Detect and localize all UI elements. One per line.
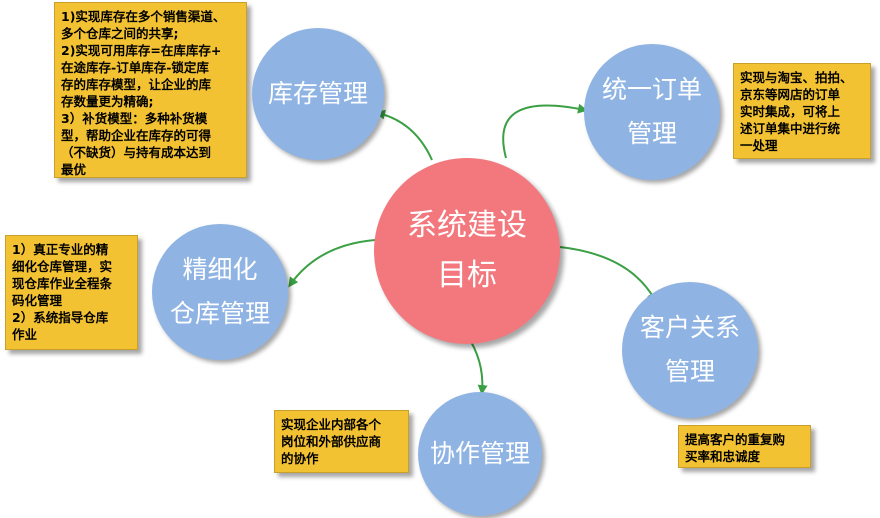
node-order-line1: 统一订单 — [601, 75, 702, 104]
node-inventory: 库存管理 — [252, 28, 384, 160]
center-node-line2: 目标 — [437, 258, 497, 293]
arrow-to-order — [502, 103, 588, 159]
node-warehouse-line1: 精细化 — [182, 255, 258, 284]
center-node: 系统建设 目标 — [374, 158, 560, 344]
node-order: 统一订单 管理 — [584, 44, 720, 180]
center-node-line1: 系统建设 — [407, 208, 527, 243]
node-crm: 客户关系 管理 — [622, 282, 758, 418]
node-crm-line2: 管理 — [664, 357, 715, 386]
node-collab-line1: 协作管理 — [429, 439, 530, 468]
arrow-to-crm — [559, 246, 657, 303]
node-collab: 协作管理 — [418, 392, 542, 516]
note-warehouse: 1）真正专业的精 细化仓库管理，实 现仓库作业全程条 码化管理 2）系统指导仓库… — [5, 235, 138, 350]
node-warehouse: 精细化 仓库管理 — [152, 224, 288, 360]
arrow-to-warehouse — [288, 239, 376, 288]
node-order-line2: 管理 — [626, 119, 677, 148]
node-crm-line1: 客户关系 — [639, 313, 740, 342]
note-order: 实现与淘宝、拍拍、 京东等网店的订单 实时集成，可将上 述订单集中进行统 一处理 — [733, 63, 871, 159]
note-collab: 实现企业内部各个 岗位和外部供应商 的协作 — [274, 410, 409, 473]
node-warehouse-line2: 仓库管理 — [169, 299, 270, 328]
arrow-to-inventory — [375, 109, 433, 161]
node-inventory-line1: 库存管理 — [267, 79, 368, 108]
note-crm: 提高客户的重复购 买率和忠诚度 — [678, 425, 811, 468]
note-inventory: 1)实现库存在多个销售渠道、 多个仓库之间的共享; 2)实现可用库存=在库库存+… — [54, 2, 247, 178]
